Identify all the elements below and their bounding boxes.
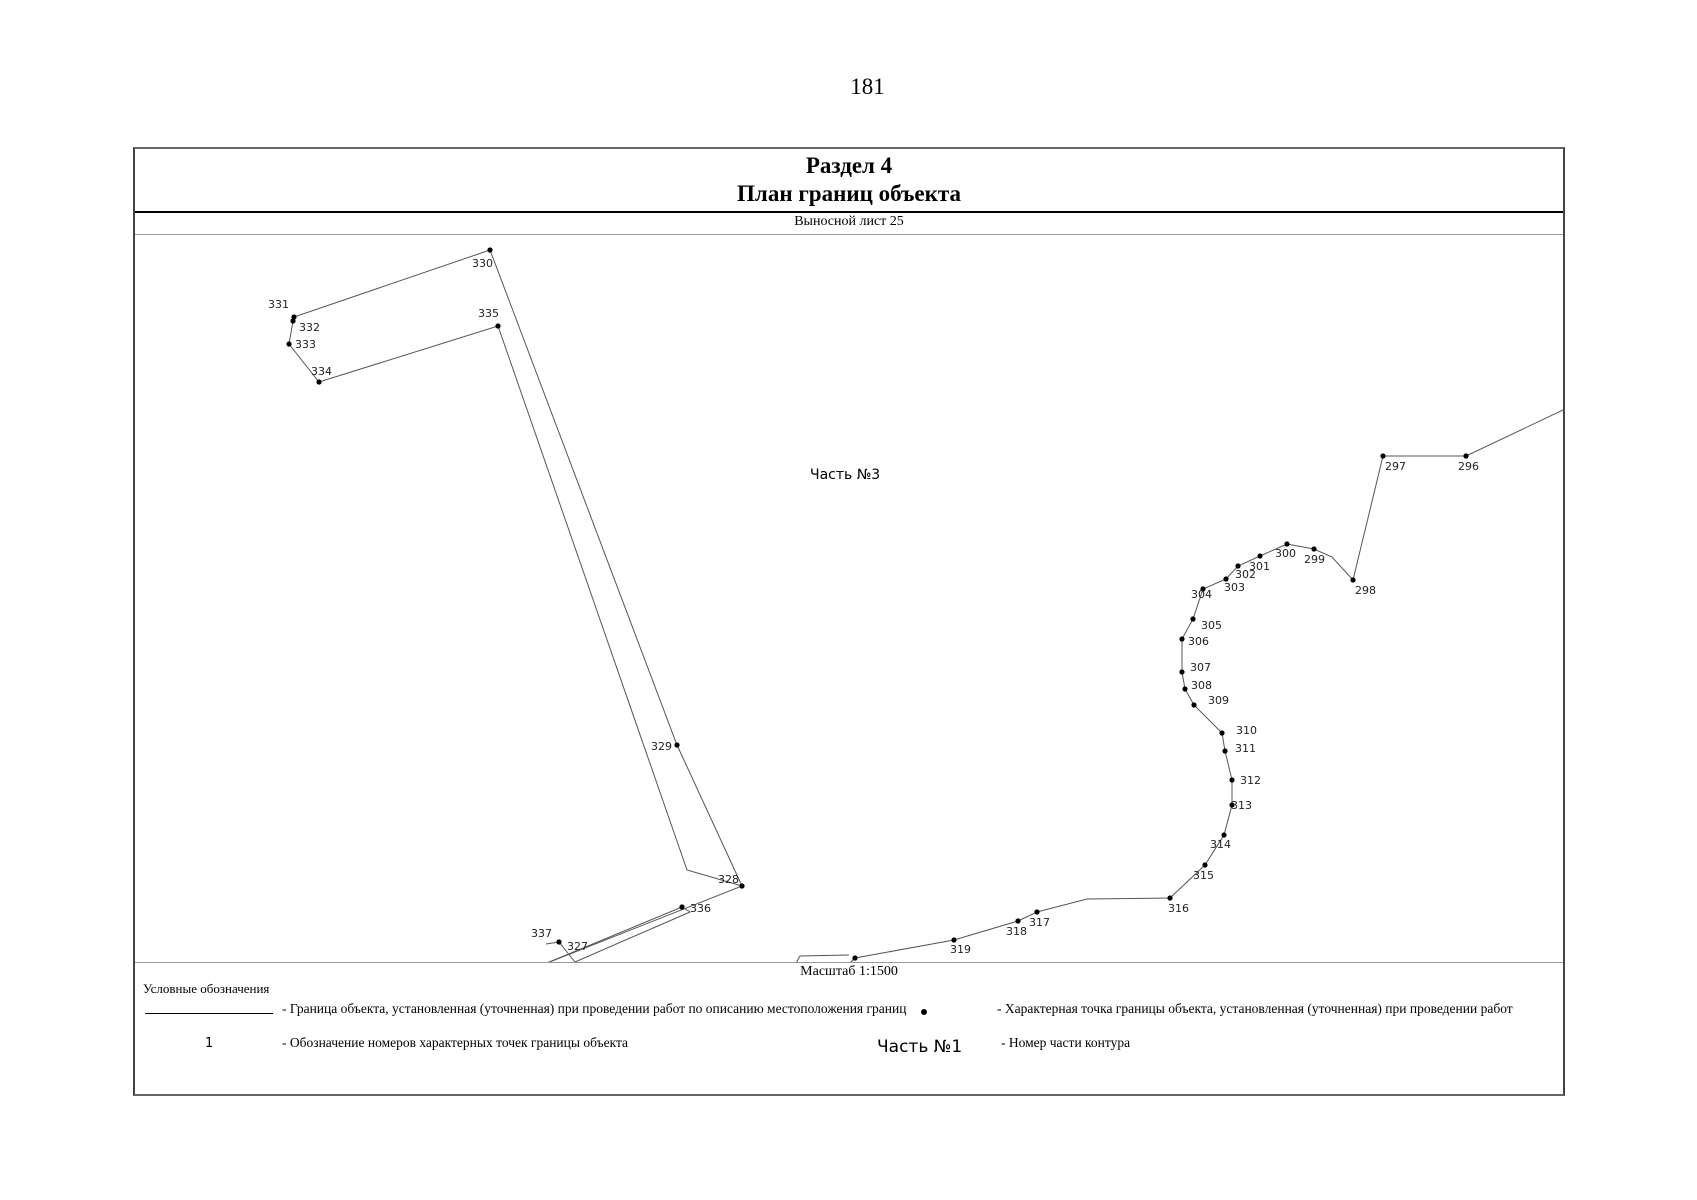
plan-frame: Раздел 4 План границ объекта Выносной ли… <box>133 147 1565 1096</box>
boundary-point <box>1380 453 1386 459</box>
boundary-point <box>1235 563 1241 569</box>
boundary-point <box>290 318 296 324</box>
legend-number-text: - Обозначение номеров характерных точек … <box>282 1035 629 1050</box>
map-area: 330 331 332 333 334 335 329 336 328 337 327 297 296 2… <box>135 234 1563 963</box>
boundary-point <box>1229 777 1235 783</box>
boundary-point <box>495 323 501 329</box>
point-number-label: 310 <box>1236 724 1257 737</box>
point-number-label: 328 <box>718 873 739 886</box>
boundary-point <box>951 937 957 943</box>
point-number-label: 333 <box>295 338 316 351</box>
point-number-label: 337 <box>531 927 552 940</box>
point-number-label: 327 <box>567 940 588 953</box>
point-number-label: 330 <box>472 257 493 270</box>
boundary-point <box>1202 862 1208 868</box>
page-number: 181 <box>850 74 885 99</box>
boundary-line <box>796 954 850 962</box>
point-number-label: 335 <box>478 307 499 320</box>
point-number-label: 296 <box>1458 460 1479 473</box>
legend-point-dot <box>921 1009 927 1015</box>
point-number-label: 297 <box>1385 460 1406 473</box>
boundary-line <box>489 249 743 887</box>
boundary-point <box>1219 730 1225 736</box>
legend-boundary-line <box>145 1013 273 1014</box>
plan-header: Раздел 4 План границ объекта <box>135 149 1563 213</box>
point-number-label: 320 <box>853 960 874 962</box>
point-number-label: 332 <box>299 321 320 334</box>
scale-label: Масштаб 1:1500 <box>800 964 898 979</box>
point-number-label: 298 <box>1355 584 1376 597</box>
boundary-point <box>679 904 685 910</box>
boundary-point <box>1179 636 1185 642</box>
point-number-label: 303 <box>1224 581 1245 594</box>
boundary-line <box>288 249 744 962</box>
boundary-map: 330 331 332 333 334 335 329 336 328 337 327 297 296 2… <box>268 247 1563 962</box>
point-number-label: 301 <box>1249 560 1270 573</box>
boundary-point <box>1350 577 1356 583</box>
point-number-label: 331 <box>268 298 289 311</box>
point-number-label: 312 <box>1240 774 1261 787</box>
point-number-label: 319 <box>950 943 971 956</box>
boundary-point <box>739 883 745 889</box>
point-number-label: 315 <box>1193 869 1214 882</box>
legend-number-sample: 1 <box>205 1036 214 1051</box>
boundary-point <box>291 314 297 320</box>
point-number-label: 304 <box>1191 588 1212 601</box>
point-number-label: 308 <box>1191 679 1212 692</box>
boundary-point <box>1034 909 1040 915</box>
section-title: Раздел 4 <box>805 153 893 178</box>
part-label: Часть №3 <box>810 467 881 483</box>
point-number-label: 313 <box>1231 799 1252 812</box>
boundary-point <box>1190 616 1196 622</box>
boundary-point <box>1182 686 1188 692</box>
boundary-point <box>1223 576 1229 582</box>
boundary-point <box>1222 748 1228 754</box>
boundary-point <box>1191 702 1197 708</box>
boundary-point <box>556 939 562 945</box>
point-number-label: 316 <box>1168 902 1189 915</box>
boundary-point <box>1284 541 1290 547</box>
boundary-point <box>1179 669 1185 675</box>
boundary-point <box>1221 832 1227 838</box>
plan-title: План границ объекта <box>737 181 961 206</box>
point-number-label: 307 <box>1190 661 1211 674</box>
point-number-label: 305 <box>1201 619 1222 632</box>
boundary-line <box>547 906 683 962</box>
point-number-label: 329 <box>651 740 672 753</box>
boundary-point <box>1229 802 1235 808</box>
point-number-label: 336 <box>690 902 711 915</box>
point-number-label: 309 <box>1208 694 1229 707</box>
boundary-point <box>1311 546 1317 552</box>
point-number-label: 311 <box>1235 742 1256 755</box>
boundary-point <box>487 247 493 253</box>
point-number-label: 318 <box>1006 925 1027 938</box>
boundary-point <box>1167 895 1173 901</box>
point-number-label: 317 <box>1029 916 1050 929</box>
boundary-point <box>674 742 680 748</box>
point-number-label: 302 <box>1235 568 1256 581</box>
sheet-label: Выносной лист 25 <box>794 214 904 229</box>
boundary-line <box>545 906 692 962</box>
boundary-point <box>1015 918 1021 924</box>
boundary-point <box>286 341 292 347</box>
point-number-label: 306 <box>1188 635 1209 648</box>
point-number-label: 334 <box>311 365 332 378</box>
legend-title: Условные обозначения <box>143 981 270 996</box>
legend-part-text: - Номер части контура <box>1001 1035 1131 1050</box>
point-number-label: 299 <box>1304 553 1325 566</box>
legend-part-sample: Часть №1 <box>877 1037 963 1057</box>
boundary-point <box>1463 453 1469 459</box>
boundary-point <box>852 955 858 961</box>
boundary-point <box>316 379 322 385</box>
legend-point-text: - Характерная точка границы объекта, уст… <box>997 1001 1513 1016</box>
point-number-label: 314 <box>1210 838 1231 851</box>
boundary-point <box>1200 586 1206 592</box>
point-number-label: 300 <box>1275 547 1296 560</box>
legend-boundary-text: - Граница объекта, установленная (уточне… <box>282 1001 907 1016</box>
boundary-point <box>1257 553 1263 559</box>
